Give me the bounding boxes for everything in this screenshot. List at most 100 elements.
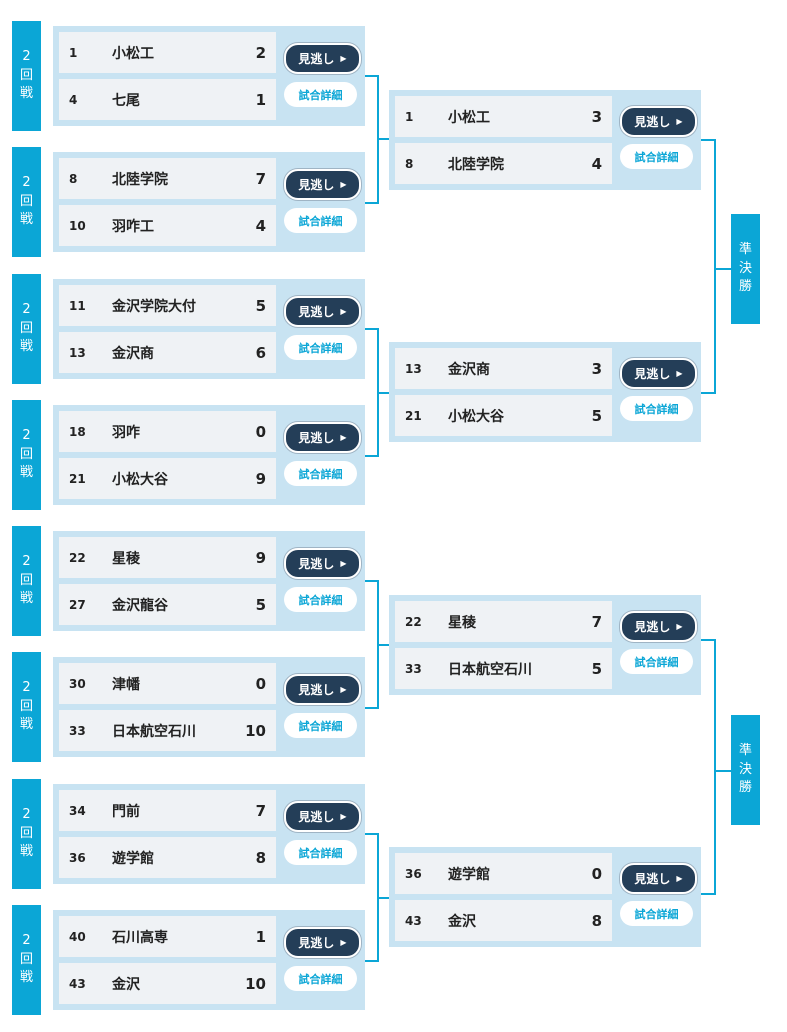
round-label-char: 回	[19, 67, 33, 83]
round-label-char: 2	[22, 48, 31, 64]
team-score: 1	[255, 927, 266, 946]
round-label-char: 戦	[19, 212, 33, 228]
team-seed: 8	[405, 156, 414, 171]
match-detail-button[interactable]: 試合詳細	[284, 82, 357, 107]
watch-highlights-button[interactable]: 見逃し▶	[620, 358, 697, 389]
team-score: 2	[255, 43, 266, 62]
match-detail-button[interactable]: 試合詳細	[284, 461, 357, 486]
round-label-char: 回	[19, 193, 33, 209]
bracket-connector-line	[701, 392, 716, 394]
watch-highlights-button[interactable]: 見逃し▶	[284, 43, 361, 74]
bracket-connector-line	[701, 139, 716, 141]
team-score: 9	[255, 469, 266, 488]
team-name: 石川高専	[112, 929, 168, 946]
team-score: 7	[255, 169, 266, 188]
team-score: 4	[591, 154, 602, 173]
semi-final-label: 準決勝	[731, 214, 760, 324]
play-arrow-icon: ▶	[340, 180, 347, 189]
team-score: 7	[255, 801, 266, 820]
match-detail-button[interactable]: 試合詳細	[284, 840, 357, 865]
match-detail-button[interactable]: 試合詳細	[284, 587, 357, 612]
watch-highlights-button[interactable]: 見逃し▶	[284, 674, 361, 705]
watch-label: 見逃し	[298, 431, 335, 445]
watch-highlights-button[interactable]: 見逃し▶	[284, 169, 361, 200]
team-name: 遊学館	[112, 850, 154, 867]
watch-highlights-button[interactable]: 見逃し▶	[284, 296, 361, 327]
match-detail-button[interactable]: 試合詳細	[620, 901, 693, 926]
watch-highlights-button[interactable]: 見逃し▶	[284, 801, 361, 832]
team-seed: 1	[69, 45, 78, 60]
match-detail-button[interactable]: 試合詳細	[620, 649, 693, 674]
team-seed: 21	[69, 471, 86, 486]
bracket-connector-line	[714, 268, 731, 270]
team-name: 遊学館	[448, 866, 490, 883]
watch-label: 見逃し	[298, 305, 335, 319]
watch-label: 見逃し	[298, 557, 335, 571]
round-label-char: 回	[19, 825, 33, 841]
watch-highlights-button[interactable]: 見逃し▶	[620, 611, 697, 642]
bracket-connector-line	[365, 580, 378, 582]
watch-highlights-button[interactable]: 見逃し▶	[284, 548, 361, 579]
match-detail-button[interactable]: 試合詳細	[284, 335, 357, 360]
play-arrow-icon: ▶	[676, 117, 683, 126]
watch-highlights-button[interactable]: 見逃し▶	[284, 927, 361, 958]
team-seed: 21	[405, 408, 422, 423]
round-label-char: 回	[19, 446, 33, 462]
match-detail-button[interactable]: 試合詳細	[284, 966, 357, 991]
watch-highlights-button[interactable]: 見逃し▶	[620, 863, 697, 894]
team-score: 3	[591, 107, 602, 126]
match-detail-button[interactable]: 試合詳細	[284, 208, 357, 233]
team-score: 4	[255, 216, 266, 235]
match-detail-button[interactable]: 試合詳細	[284, 713, 357, 738]
round-label-char: 2	[22, 301, 31, 317]
watch-highlights-button[interactable]: 見逃し ▶	[284, 422, 361, 453]
team-score: 8	[591, 911, 602, 930]
team-score: 0	[255, 422, 266, 441]
team-score: 6	[255, 343, 266, 362]
bracket-connector-line	[714, 139, 716, 394]
team-name: 小松大谷	[112, 471, 168, 488]
team-seed: 40	[69, 929, 86, 944]
team-score: 0	[255, 674, 266, 693]
team-seed: 10	[69, 218, 86, 233]
play-arrow-icon: ▶	[340, 433, 347, 442]
team-name: 金沢	[448, 913, 476, 930]
team-score: 8	[255, 848, 266, 867]
watch-label: 見逃し	[298, 936, 335, 950]
bracket-connector-line	[377, 897, 389, 899]
team-seed: 33	[405, 661, 422, 676]
match-detail-button[interactable]: 試合詳細	[620, 396, 693, 421]
team-score: 10	[245, 974, 266, 993]
round-label-char: 回	[19, 320, 33, 336]
bracket-connector-line	[365, 328, 378, 330]
team-seed: 33	[69, 723, 86, 738]
match-detail-button[interactable]: 試合詳細	[620, 144, 693, 169]
team-seed: 43	[69, 976, 86, 991]
team-name: 金沢学院大付	[112, 298, 196, 315]
semi-final-label-char: 決	[738, 761, 752, 777]
team-score: 5	[255, 595, 266, 614]
bracket-connector-line	[365, 707, 378, 709]
watch-highlights-button[interactable]: 見逃し▶	[620, 106, 697, 137]
semi-final-label: 準決勝	[731, 715, 760, 825]
bracket-connector-line	[365, 960, 378, 962]
round-label-char: 戦	[19, 844, 33, 860]
